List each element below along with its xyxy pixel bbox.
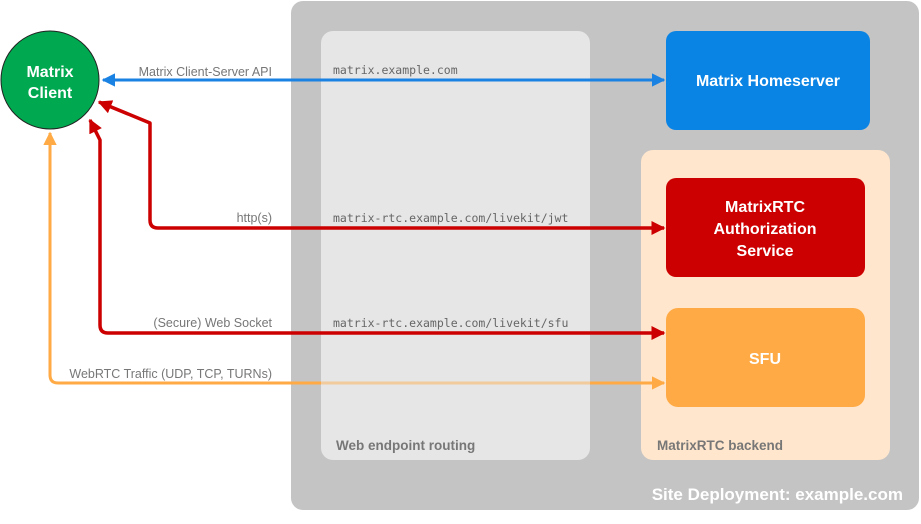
http-endpoint: matrix-rtc.example.com/livekit/jwt xyxy=(333,211,568,225)
http-label: http(s) xyxy=(237,211,272,225)
client-label-line2: Client xyxy=(28,85,73,102)
websocket-label: (Secure) Web Socket xyxy=(153,316,272,330)
routing-overlay xyxy=(321,378,590,388)
site-deployment-label: Site Deployment: example.com xyxy=(652,485,903,504)
cs-api-label: Matrix Client-Server API xyxy=(139,65,272,79)
matrixrtc-backend-label: MatrixRTC backend xyxy=(657,438,783,453)
client-label-line1: Matrix xyxy=(26,64,73,81)
cs-api-endpoint: matrix.example.com xyxy=(333,63,458,77)
sfu-box xyxy=(666,308,865,407)
webrtc-label: WebRTC Traffic (UDP, TCP, TURNs) xyxy=(69,367,272,381)
matrix-homeserver-label: Matrix Homeserver xyxy=(696,73,840,90)
web-endpoint-routing-box xyxy=(321,31,590,460)
authorization-service-box xyxy=(666,178,865,277)
matrix-homeserver-box xyxy=(666,31,870,130)
sfu-label: SFU xyxy=(749,351,781,368)
auth-label-line3: Service xyxy=(737,243,794,260)
websocket-endpoint: matrix-rtc.example.com/livekit/sfu xyxy=(333,316,568,330)
web-endpoint-routing-label: Web endpoint routing xyxy=(336,438,475,453)
auth-label-line1: MatrixRTC xyxy=(725,199,805,216)
webrtc-arrow xyxy=(43,131,666,390)
matrix-client-node xyxy=(0,30,100,130)
auth-label-line2: Authorization xyxy=(713,221,816,238)
